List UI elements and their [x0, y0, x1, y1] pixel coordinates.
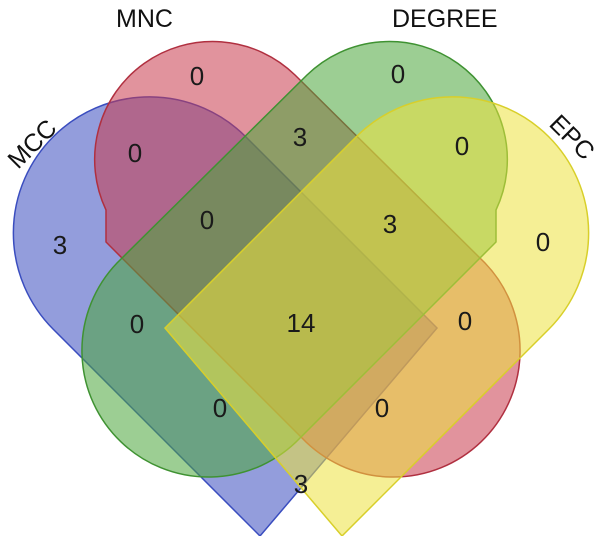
set-label-mnc: MNC: [116, 5, 173, 33]
count-mcc-mnc-degree: 0: [200, 205, 214, 235]
count-mcc-degree-epc: 0: [213, 393, 227, 423]
count-mcc-degree: 0: [130, 309, 144, 339]
set-label-degree: DEGREE: [392, 5, 498, 33]
count-mcc-only: 3: [53, 230, 67, 260]
count-degree-epc: 0: [455, 131, 469, 161]
count-degree-only: 0: [391, 59, 405, 89]
set-epc-shape: [163, 96, 590, 536]
count-mcc-epc: 3: [294, 469, 308, 499]
count-mcc-mnc: 0: [128, 138, 142, 168]
count-mnc-degree: 3: [293, 122, 307, 152]
count-all-four: 14: [287, 308, 316, 338]
count-mnc-epc: 0: [458, 306, 472, 336]
count-mnc-degree-epc: 3: [383, 209, 397, 239]
count-epc-only: 0: [536, 227, 550, 257]
count-mnc-only: 0: [190, 61, 204, 91]
count-mcc-mnc-epc: 0: [375, 393, 389, 423]
